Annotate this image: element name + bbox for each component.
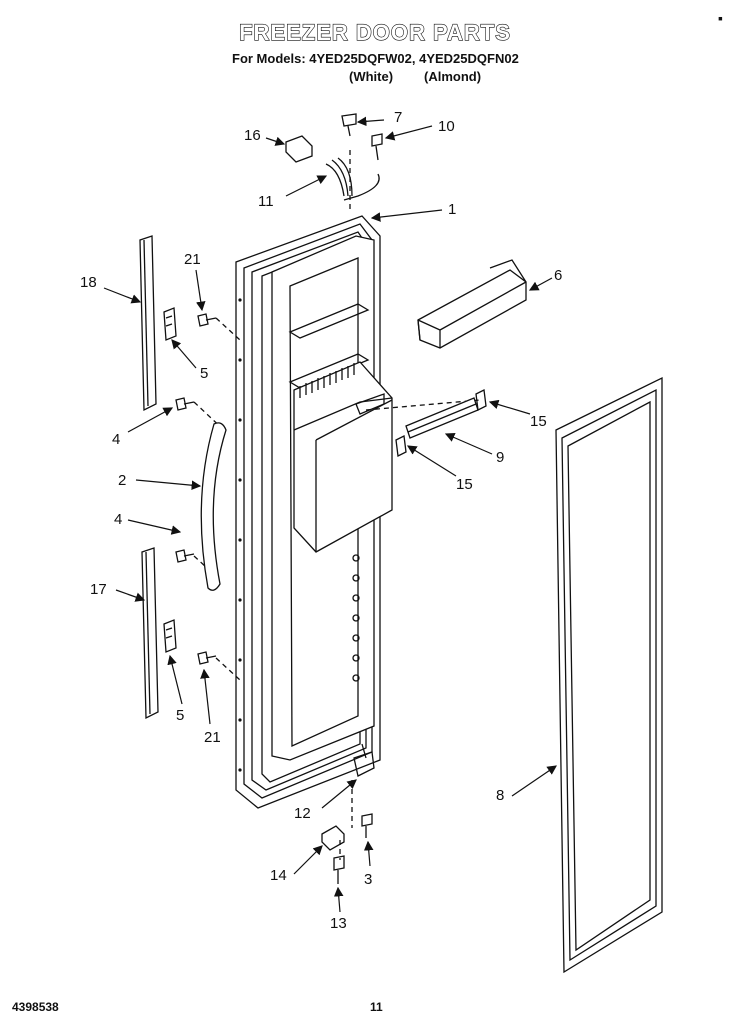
strip-18 <box>139 235 157 412</box>
white-color-label: (White) <box>349 69 394 84</box>
screw-13 <box>333 855 345 884</box>
handle-2 <box>200 422 227 591</box>
hinge-12 <box>353 743 375 777</box>
callout-14: 14 <box>270 867 287 884</box>
screws <box>175 313 217 665</box>
callout-17: 17 <box>90 581 107 598</box>
clip-5-bottom <box>163 619 177 653</box>
connector-16 <box>285 135 313 163</box>
callout-4-upper: 4 <box>112 431 120 448</box>
cap-15-bottom <box>395 435 407 457</box>
callout-7: 7 <box>394 109 402 126</box>
screw-10 <box>371 133 383 161</box>
callout-18: 18 <box>80 274 97 291</box>
door-gasket-8 <box>555 376 663 974</box>
callout-4-lower: 4 <box>114 511 122 528</box>
wire-harness-11 <box>325 157 380 201</box>
cover-9 <box>405 397 479 439</box>
page-number: 11 <box>370 1000 383 1014</box>
callout-11: 11 <box>258 193 274 210</box>
document-number: 4398538 <box>12 1000 59 1014</box>
callout-10: 10 <box>438 118 455 135</box>
callout-15-upper: 15 <box>530 413 547 430</box>
screw-7 <box>341 113 357 137</box>
corner-mark: ▪ <box>718 10 723 26</box>
callout-5-upper: 5 <box>200 365 208 382</box>
callout-21-upper: 21 <box>184 251 201 268</box>
page-title: FREEZER DOOR PARTS <box>238 19 511 45</box>
cap-15-top <box>475 389 487 411</box>
almond-color-label: (Almond) <box>424 69 482 84</box>
models-line: For Models: 4YED25DQFW02, 4YED25DQFN02 <box>232 51 519 66</box>
callout-1: 1 <box>448 201 456 218</box>
callout-9: 9 <box>496 449 504 466</box>
callout-13: 13 <box>330 915 347 932</box>
callout-5-lower: 5 <box>176 707 184 724</box>
strip-17 <box>141 547 159 720</box>
callout-8: 8 <box>496 787 504 804</box>
door-bin-6 <box>417 259 527 349</box>
callout-2: 2 <box>118 472 126 489</box>
leader-arrows <box>103 116 557 913</box>
callout-16: 16 <box>244 127 261 144</box>
screw-3 <box>361 813 373 838</box>
callout-6: 6 <box>554 267 562 284</box>
callout-21-lower: 21 <box>204 729 221 746</box>
callout-3: 3 <box>364 871 372 888</box>
clip-5-top <box>163 307 177 341</box>
callout-15-lower: 15 <box>456 476 473 493</box>
callout-12: 12 <box>294 805 311 822</box>
hinge-block-14 <box>321 825 345 851</box>
